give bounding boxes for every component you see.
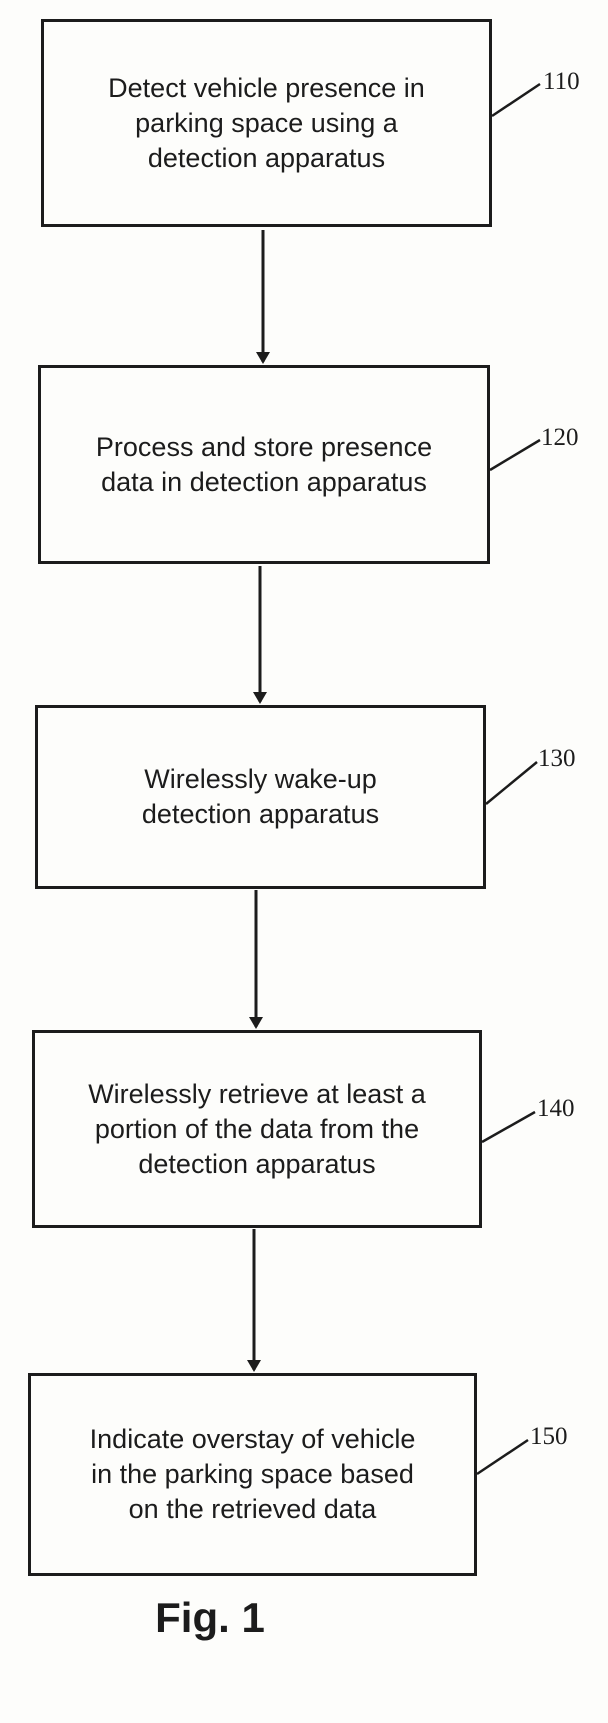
step-text-140: Wirelessly retrieve at least a portion o… bbox=[88, 1078, 426, 1179]
ref-number-110: 110 bbox=[543, 68, 580, 95]
figure-caption: Fig. 1 bbox=[155, 1594, 265, 1641]
step-text-120: Process and store presence data in detec… bbox=[95, 431, 433, 497]
ref-number-130: 130 bbox=[538, 745, 576, 772]
step-box-120: Process and store presence data in detec… bbox=[38, 365, 490, 564]
ref-number-140: 140 bbox=[537, 1095, 575, 1122]
leader-line-130 bbox=[485, 761, 538, 805]
step-text-110: Detect vehicle presence in parking space… bbox=[108, 72, 425, 173]
step-box-140: Wirelessly retrieve at least a portion o… bbox=[32, 1030, 482, 1228]
leader-line-150 bbox=[476, 1438, 529, 1476]
leader-line-110 bbox=[491, 82, 541, 118]
ref-number-120: 120 bbox=[541, 424, 579, 451]
ref-number-150: 150 bbox=[530, 1423, 568, 1450]
step-text-150: Indicate overstay of vehicle in the park… bbox=[89, 1424, 416, 1524]
step-text-130: Wirelessly wake-up detection apparatus bbox=[141, 764, 380, 829]
leader-line-140 bbox=[481, 1110, 536, 1144]
step-box-130: Wirelessly wake-up detection apparatus bbox=[35, 705, 486, 889]
step-box-110: Detect vehicle presence in parking space… bbox=[41, 19, 492, 227]
step-box-150: Indicate overstay of vehicle in the park… bbox=[28, 1373, 477, 1576]
leader-line-120 bbox=[489, 438, 541, 472]
